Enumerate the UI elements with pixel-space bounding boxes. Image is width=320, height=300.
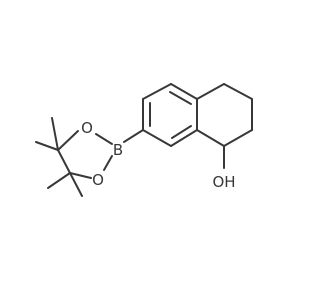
bond-methyl-3 bbox=[47, 172, 71, 189]
bond-o-upper-c bbox=[57, 130, 79, 151]
bond-methyl-2 bbox=[35, 141, 59, 151]
bond-b-o-lower bbox=[103, 155, 113, 171]
dioxaborolane-ring bbox=[57, 130, 113, 179]
bond-c-c bbox=[57, 149, 71, 174]
boron-atom-label: B bbox=[113, 141, 123, 159]
chemical-structure-drawing: B O O OH bbox=[35, 83, 253, 197]
bond-sat-4 bbox=[223, 129, 253, 147]
bond-sat-2 bbox=[223, 83, 253, 100]
methyl-groups bbox=[35, 117, 83, 197]
bond-o-lower-c bbox=[69, 172, 92, 179]
bond-ring-left-lower bbox=[142, 129, 172, 147]
saturated-ring bbox=[196, 83, 253, 147]
bond-sat-1 bbox=[196, 83, 225, 100]
bond-ring-top bbox=[170, 83, 198, 100]
oxygen-lower-atom-label: O bbox=[92, 171, 104, 189]
hydroxyl-label: OH bbox=[212, 173, 235, 191]
bond-sat-5 bbox=[196, 129, 225, 147]
bond-methyl-4 bbox=[69, 172, 83, 197]
bond-b-o-upper bbox=[95, 133, 113, 145]
structure-canvas: B O O OH bbox=[35, 83, 253, 197]
bond-ring-bottom-inner bbox=[171, 125, 192, 139]
bond-ring-top-inner bbox=[169, 91, 192, 105]
oxygen-upper-atom-label: O bbox=[81, 119, 93, 137]
bond-methyl-1 bbox=[51, 117, 59, 151]
bond-aryl-b bbox=[123, 129, 144, 143]
aromatic-ring bbox=[142, 83, 198, 147]
bond-ring-bottom bbox=[170, 129, 198, 147]
bond-ring-top-left bbox=[142, 83, 172, 100]
